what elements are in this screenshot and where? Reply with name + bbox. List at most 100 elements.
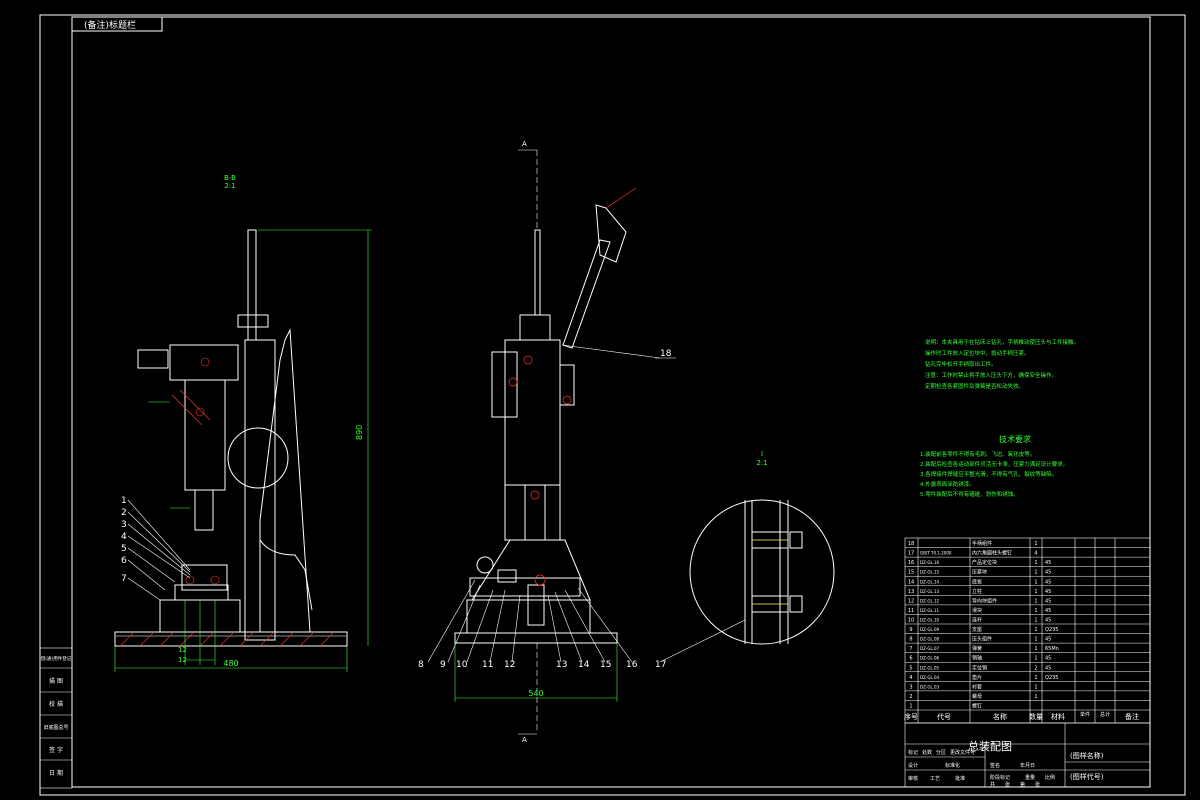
tb-label-std: 标准化 (945, 762, 960, 769)
note-line-2: 操作时工件放入定位块中，扳动手柄压紧。 (925, 349, 1030, 357)
drawing-code-field: (图样代号) (1070, 772, 1104, 781)
balloon-11: 11 (482, 660, 493, 670)
bom-cell: 65Mn (1045, 646, 1059, 652)
bom-cell: 滑块 (972, 607, 982, 614)
center-view-accents (508, 187, 637, 586)
left-view-dims (114, 229, 372, 672)
bom-cell: DZ-GL.13 (920, 589, 939, 594)
bom-cell: 1 (1034, 570, 1037, 576)
bom-cell: 内六角圆柱头螺钉 (972, 550, 1012, 557)
bom-cell: DZ-GL.10 (920, 618, 939, 623)
bom-cell: 45 (1045, 579, 1051, 585)
bom-cell: 45 (1045, 618, 1051, 624)
tb-label-weight: 重量 (1025, 774, 1035, 781)
detail-scale: 2:1 (756, 459, 767, 467)
bom-cell: DZ-GL.06 (920, 656, 939, 661)
balloon-9: 9 (440, 660, 446, 670)
bom-cell: 4 (909, 675, 912, 681)
detail-label: I (761, 450, 763, 458)
left-balloons: 1 2 3 4 5 6 7 (121, 496, 127, 584)
tb-label-sheet-a: 张 (1005, 781, 1010, 788)
bom-cell: 5 (909, 665, 912, 671)
bom-cell: Q235 (1045, 675, 1058, 681)
left-view (114, 229, 348, 647)
balloon-18: 18 (660, 349, 672, 359)
bom-cell: 45 (1045, 589, 1051, 595)
balloon-17: 17 (655, 660, 666, 670)
dim-overall-height: 890 (355, 425, 364, 440)
bom-h-mat: 材料 (1051, 712, 1065, 721)
top-tag-box (71, 16, 163, 32)
bom-cell: 2 (1034, 665, 1037, 671)
outer-frame (39, 14, 1186, 796)
balloon-1: 1 (121, 496, 127, 506)
bom-cell: 螺钉 (972, 703, 982, 710)
dim-gap-b: 12 (178, 656, 187, 664)
tb-label-count: 处数 (922, 749, 932, 756)
note-line-4: 注意：工作时禁止将手放入压头下方，确保安全操作。 (925, 371, 1057, 379)
bom-cell: 17 (908, 551, 914, 557)
tb-label-mark: 标记 (908, 749, 918, 756)
tb-label-stage: 阶段标记 (990, 774, 1010, 781)
center-view (454, 204, 627, 644)
bom-cell: 2 (909, 694, 912, 700)
bom-cell: 1 (1034, 646, 1037, 652)
bom-cell: DZ-GL.05 (920, 665, 939, 670)
inner-frame (71, 16, 1151, 788)
bom-cell: 销轴 (972, 655, 982, 662)
bom-h-code: 代号 (937, 712, 951, 721)
bom-h-name: 名称 (993, 712, 1007, 721)
bom-cell: DZ-GL.04 (920, 675, 939, 680)
bom-h-no: 序号 (904, 712, 918, 721)
side-label-5: 签 字 (49, 746, 63, 754)
balloon-7: 7 (121, 574, 127, 584)
tech-line-1: 1.装配前各零件不得有毛刺、飞边、氧化皮等。 (920, 450, 1035, 458)
side-panel-labels: 借(通)用件登记 描 图 校 描 旧底图总号 签 字 日 期 (41, 655, 72, 777)
bom-cell: 1 (1034, 598, 1037, 604)
balloon-13: 13 (556, 660, 567, 670)
detail-view (689, 499, 835, 645)
tech-line-5: 5.零件装配后不得有磕碰、划伤和锈蚀。 (920, 490, 1019, 498)
bom-cell: 压头组件 (972, 636, 992, 643)
tb-label-approve: 批准 (955, 775, 965, 782)
tb-label-total: 共 (990, 781, 995, 788)
left-view-hatch (119, 357, 335, 647)
side-label-3: 校 描 (49, 700, 63, 708)
bom-cell: 9 (909, 627, 912, 633)
bom-cell: 1 (1034, 637, 1037, 643)
bom-cell: 11 (908, 608, 914, 614)
bom-cell: 45 (1045, 608, 1051, 614)
bottom-balloons: 8 9 10 11 12 13 14 15 16 17 (418, 660, 666, 670)
bom-h-total: 总计 (1100, 711, 1110, 718)
notes-block: 说明：本夹具用于在钻床上钻孔，手柄推动使压头与工件接触。 操作时工件放入定位块中… (925, 338, 1079, 390)
bom-cell: 16 (908, 560, 914, 566)
bom-cell: 垫片 (972, 674, 982, 681)
bom-cell: DZ-GL.08 (920, 637, 939, 642)
balloon-8: 8 (418, 660, 424, 670)
bom-cell: 连杆 (972, 617, 982, 624)
bom-cell: 1 (1034, 684, 1037, 690)
bom-cell: 12 (908, 598, 914, 604)
bom-cell: 支座 (972, 626, 982, 633)
side-label-6: 日 期 (49, 769, 63, 777)
bom-cell: 45 (1045, 560, 1051, 566)
bom-cell: 弹簧 (972, 645, 982, 652)
bom-cell: DZ-GL.03 (920, 684, 939, 689)
title-block-labels: 标记 处数 分区 更改文件号 签名 年月日 设计 标准化 阶段标记 重量 比例 … (908, 749, 1055, 788)
bom-cell: 8 (909, 637, 912, 643)
dim-base-left: 480 (223, 659, 238, 668)
bom-cell: 1 (1034, 656, 1037, 662)
stem-label-top: A (522, 140, 527, 148)
bom-cell: 产品定位块 (972, 559, 997, 566)
bom-cell: 手柄组件 (972, 540, 992, 547)
bom-cell: DZ-GL.15 (920, 570, 939, 575)
stem-label-bottom: A (522, 736, 527, 744)
balloon-3: 3 (121, 520, 127, 530)
tb-label-sheet-b: 张 (1035, 781, 1040, 788)
bom-cell: 1 (1034, 589, 1037, 595)
drawing-name: 总装配图 (968, 739, 1012, 753)
bom-header: 序号 代号 名称 数量 材料 单件 总计 备注 (904, 711, 1139, 721)
bom-cell: 7 (909, 646, 912, 652)
balloon-2: 2 (121, 508, 127, 518)
